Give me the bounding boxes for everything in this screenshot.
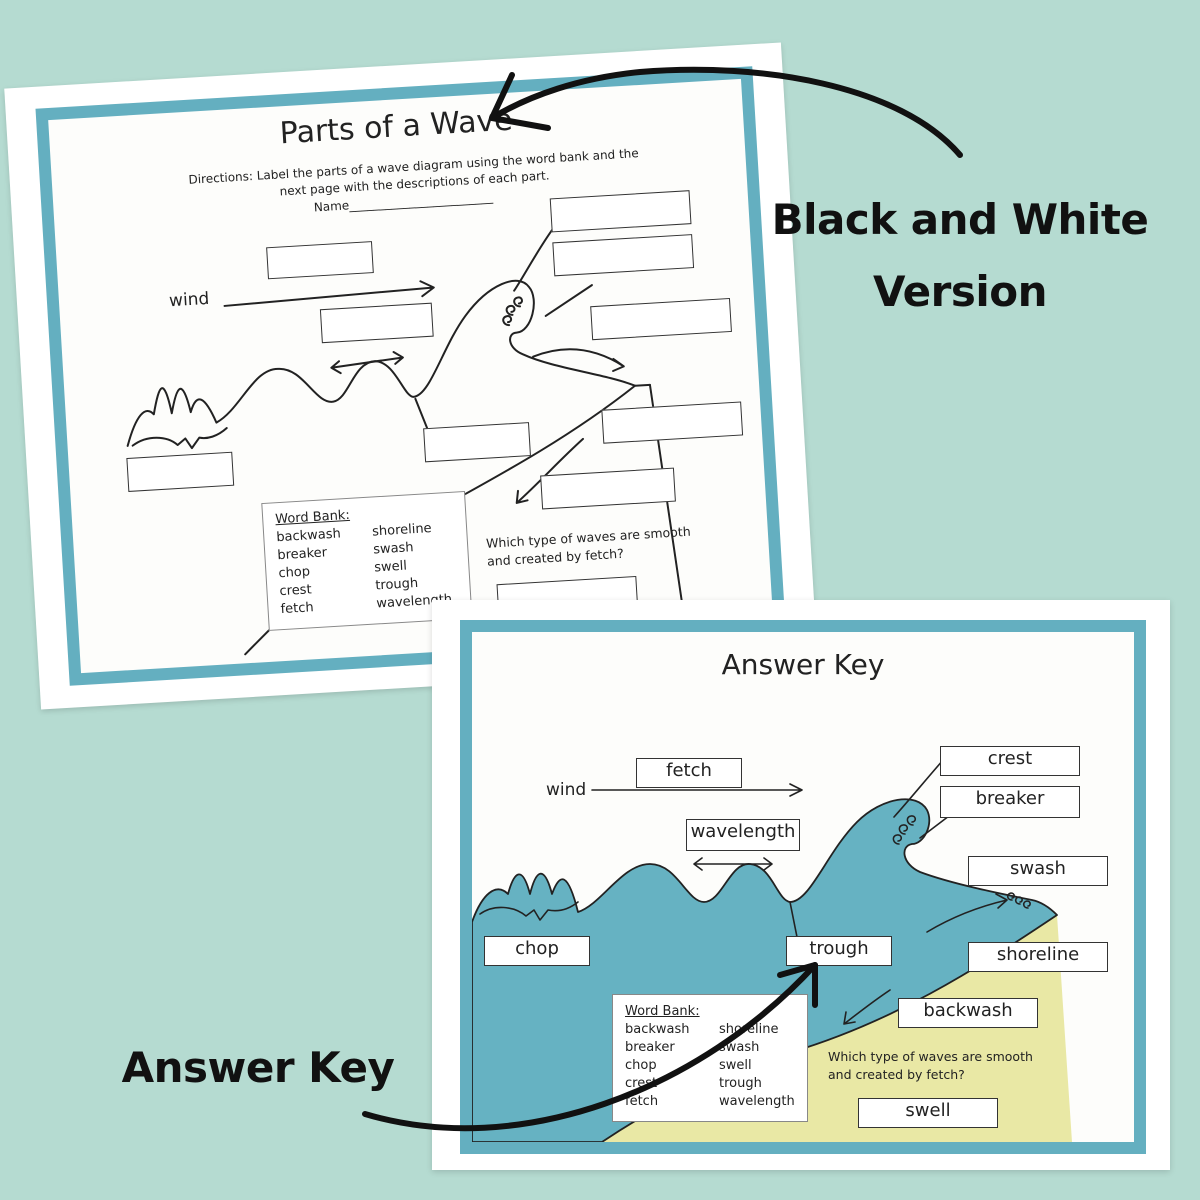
question-line-1: Which type of waves are smooth <box>828 1049 1033 1064</box>
label-shoreline: shoreline <box>968 942 1108 972</box>
label-crest: crest <box>940 746 1080 776</box>
answer-key-preview: Answer Key wind fetch crest breaker wave… <box>432 600 1170 1170</box>
bw-version-callout: Black and White Version <box>770 184 1150 328</box>
worksheet-wavelength-arrow <box>330 350 404 375</box>
label-swash: swash <box>968 856 1108 886</box>
label-trough: trough <box>786 936 892 966</box>
word-bank-word: fetch <box>625 1094 659 1109</box>
label-backwash: backwash <box>898 998 1038 1028</box>
answer-key-question: Which type of waves are smooth and creat… <box>828 1048 1033 1084</box>
worksheet-chop-line <box>131 427 228 450</box>
word-bank-word: breaker <box>625 1040 675 1055</box>
word-bank-word: chop <box>625 1058 657 1073</box>
word-bank-word: wavelength <box>719 1094 795 1109</box>
label-breaker: breaker <box>940 786 1080 818</box>
answer-key-title: Answer Key <box>721 648 885 681</box>
word-bank-word: backwash <box>625 1022 690 1037</box>
answer-key-callout: Answer Key <box>121 1043 395 1092</box>
answer-key-frame: Answer Key wind fetch crest breaker wave… <box>460 620 1146 1154</box>
worksheet-frame: Parts of a Wave Directions: Label the pa… <box>35 66 787 686</box>
label-fetch: fetch <box>636 758 742 788</box>
worksheet-wind-arrow <box>223 280 435 307</box>
bw-callout-line-2: Version <box>872 267 1048 316</box>
word-bank-word: swell <box>719 1058 752 1073</box>
label-chop: chop <box>484 936 590 966</box>
answer-key-wind-label: wind <box>546 780 587 800</box>
word-bank-word: swash <box>719 1040 760 1055</box>
answer-key-callout-arrow <box>362 962 818 1132</box>
label-answer-swell: swell <box>858 1098 998 1128</box>
answer-key-word-bank: Word Bank: backwash breaker chop crest f… <box>612 994 808 1122</box>
bw-callout-arrow <box>489 66 963 158</box>
worksheet-wave-line <box>126 279 651 447</box>
word-bank-word: trough <box>719 1076 762 1091</box>
word-bank-col-1: backwash breaker chop crest fetch <box>625 1021 690 1111</box>
bw-callout-line-1: Black and White <box>771 195 1149 244</box>
label-wavelength: wavelength <box>686 819 800 851</box>
question-line-2: and created by fetch? <box>828 1067 965 1082</box>
word-bank-title: Word Bank: <box>625 1004 700 1019</box>
worksheet-preview: Parts of a Wave Directions: Label the pa… <box>4 42 818 710</box>
